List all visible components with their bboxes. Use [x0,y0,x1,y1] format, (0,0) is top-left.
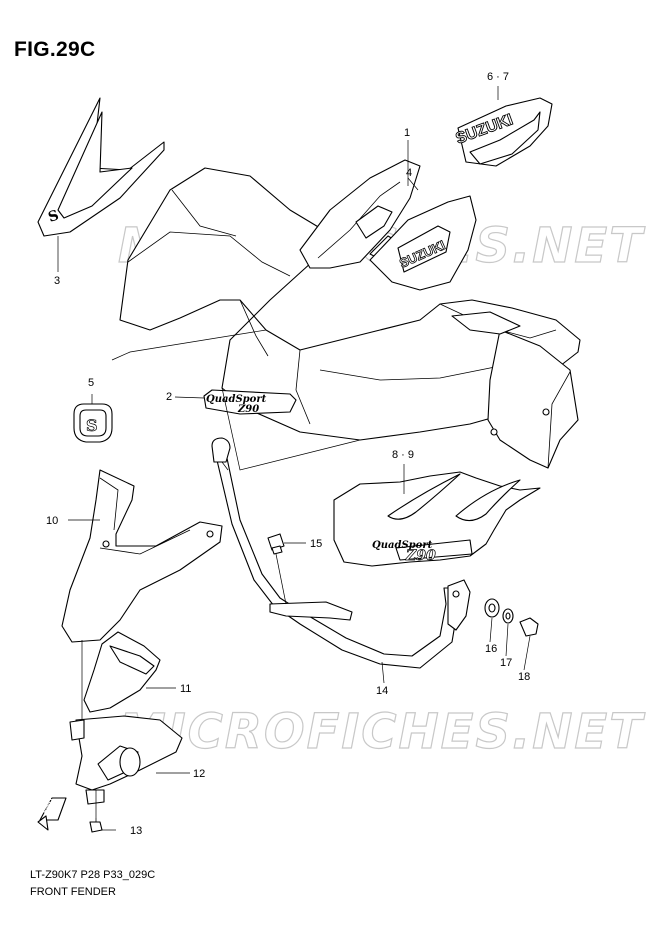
part-16-bushing[interactable] [484,598,500,618]
reference-code: LT-Z90K7 P28 P33_029C [30,869,156,881]
callout-5: 5 [88,377,94,389]
figure-caption: FRONT FENDER [30,886,116,898]
part-18-bolt[interactable] [519,617,539,637]
z90-text: Z90 [237,404,259,415]
part-13-screw[interactable] [89,818,103,833]
callout-15: 15 [310,538,322,550]
callout-2: 2 [166,391,172,403]
leader-lines [57,86,531,831]
callout-4: 4 [406,167,412,179]
part-8-9-flame-decal[interactable]: QuadSport Z90 [333,471,541,567]
part-11-lower-guard[interactable] [83,631,161,713]
part-10-front-guard[interactable] [61,469,223,643]
part-3-side-decal[interactable]: S [37,97,165,237]
suzuki-s-badge-icon: S [86,416,98,435]
callout-3: 3 [54,275,60,287]
part-5-suzuki-emblem[interactable]: S [73,403,113,443]
part-17-washer[interactable] [502,608,514,624]
callout-6-7: 6 · 7 [487,71,509,83]
figure-title: FIG.29C [14,38,96,61]
part-6-7-suzuki-decal[interactable]: SUZUKI [453,97,553,167]
quadsport-text: QuadSport [206,394,267,405]
callout-18: 18 [518,671,530,683]
callout-14: 14 [376,685,388,697]
callout-8-9: 8 · 9 [392,449,414,461]
callout-1: 1 [404,127,410,139]
callout-10: 10 [46,515,58,527]
callout-11: 11 [180,683,191,695]
part-14-support-bracket[interactable] [211,437,471,669]
part-1-front-fender-shell[interactable] [119,159,581,469]
part-12-skid-plate[interactable] [69,715,183,805]
callout-17: 17 [500,657,512,669]
callout-13: 13 [130,825,142,837]
flame-z90-text: Z90 [405,548,436,564]
callout-16: 16 [485,643,497,655]
suzuki-s-emblem-icon: S [46,207,61,225]
callout-12: 12 [193,768,205,780]
flame-quadsport-text: QuadSport [372,540,433,551]
part-2-quadsport-emblem[interactable]: QuadSport Z90 [203,389,297,415]
callout-labels: 1 2 3 4 5 6 · 7 8 · 9 10 11 12 13 14 15 … [46,71,530,837]
part-4-suzuki-side-panel[interactable]: SUZUKI [369,195,477,291]
watermark-bottom: MICROFICHES.NET [118,704,645,760]
part-15-bolt[interactable] [267,533,285,555]
fwd-arrow-icon: FWD [37,797,67,831]
